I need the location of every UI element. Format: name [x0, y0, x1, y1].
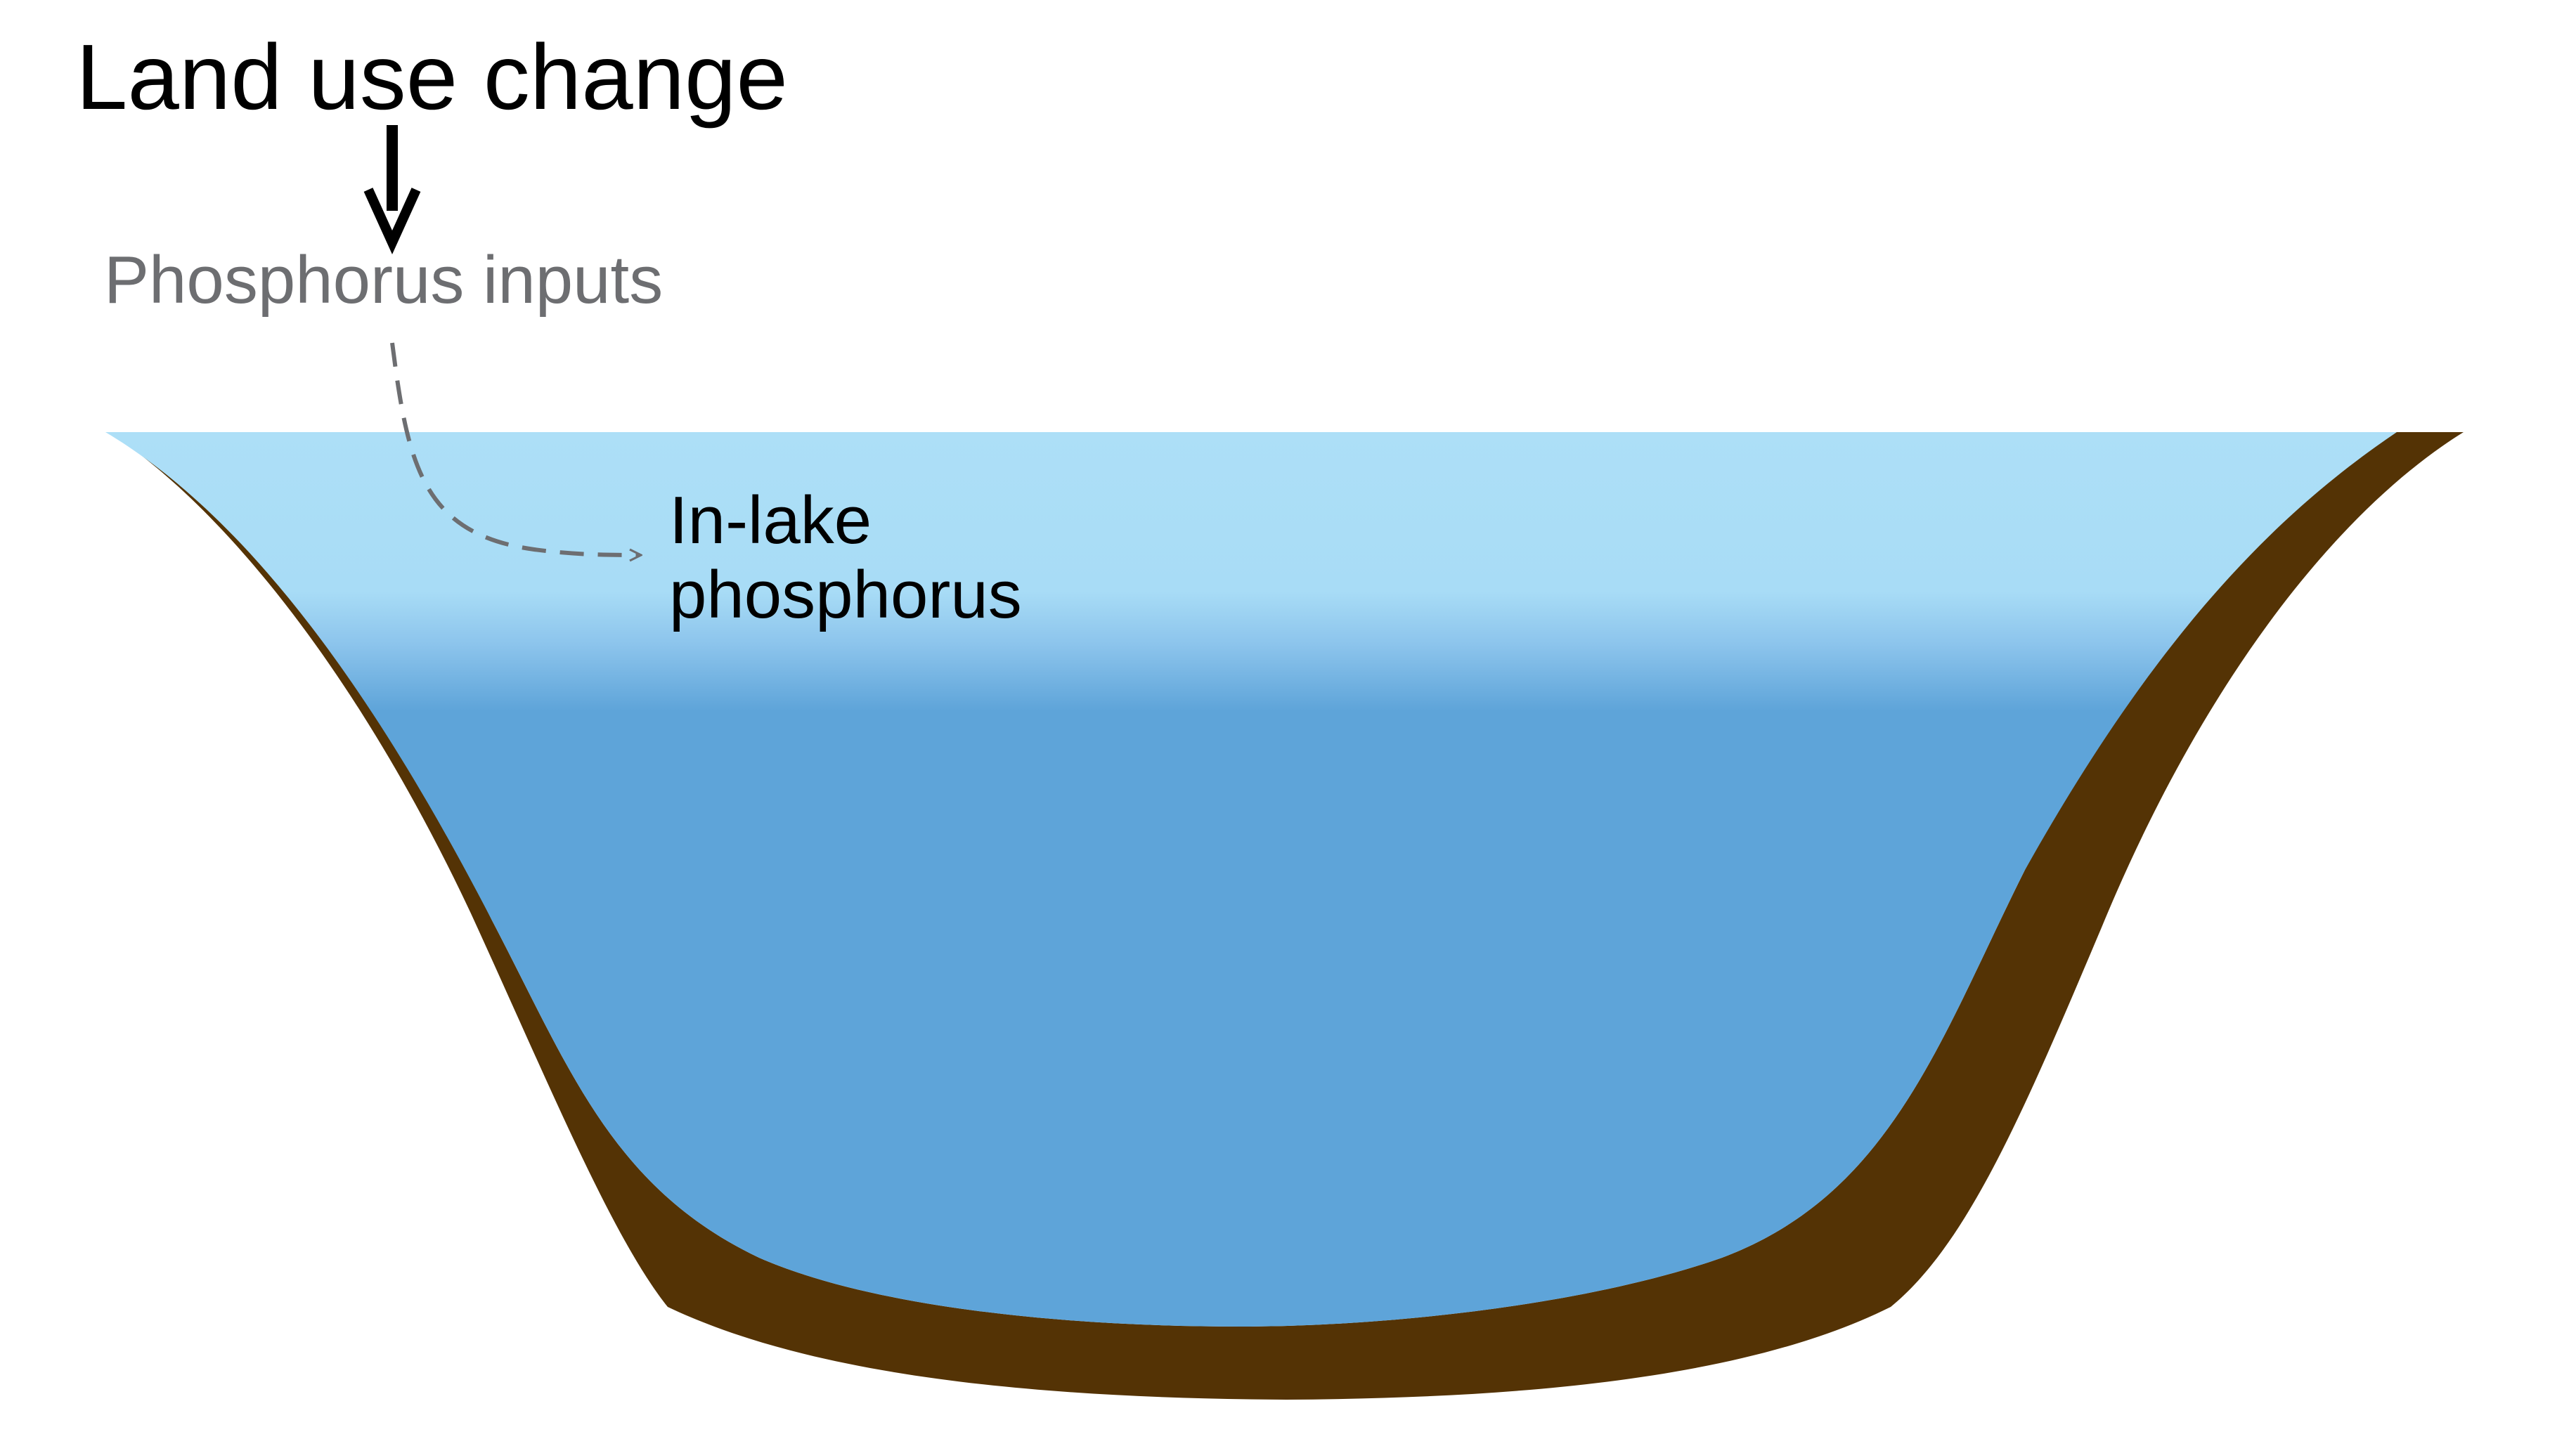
in-lake-phosphorus-label: In-lake phosphorus: [669, 483, 1022, 632]
phosphorus-inputs-label: Phosphorus inputs: [104, 242, 664, 318]
in-lake-label-line2: phosphorus: [669, 557, 1022, 632]
lake-sediment: [109, 432, 2464, 1400]
land-use-change-label: Land use change: [76, 25, 788, 129]
in-lake-label-line1: In-lake: [669, 483, 872, 558]
land-use-arrow: [363, 125, 421, 254]
phosphorus-inputs-arrow: [390, 342, 640, 555]
lake-water: [105, 432, 2397, 1327]
